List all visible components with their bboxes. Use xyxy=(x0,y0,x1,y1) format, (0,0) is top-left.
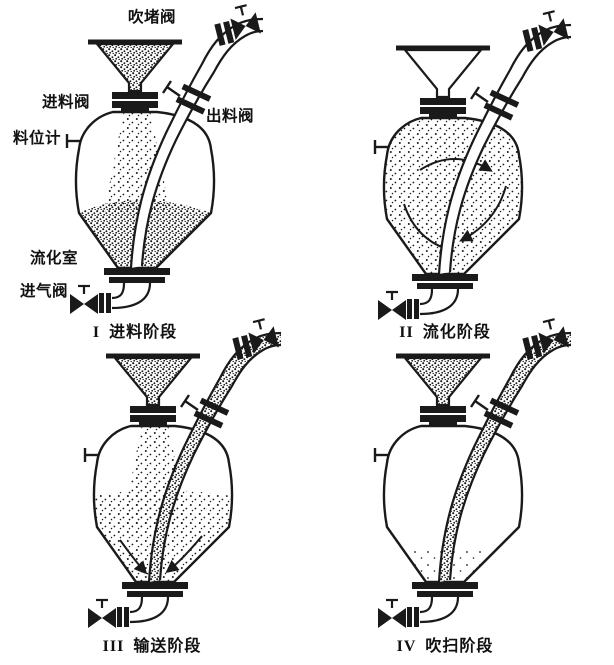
stage-3-name: 输送阶段 xyxy=(133,638,202,655)
fluidization-chamber xyxy=(104,268,170,283)
blow-plug-valve xyxy=(232,318,279,360)
bottom-elbow xyxy=(130,597,168,622)
discharge-pipe xyxy=(437,331,572,583)
bottom-elbow xyxy=(420,289,458,314)
stage-1-numeral: I xyxy=(92,324,101,341)
discharge-valve xyxy=(470,86,520,121)
flow-arrow xyxy=(459,185,507,242)
feed-hopper xyxy=(94,42,176,93)
caption-stage-4: IV 吹扫阶段 xyxy=(370,638,520,656)
bottom-elbow xyxy=(112,283,150,308)
discharge-pipe xyxy=(437,23,572,275)
level-gauge-stub xyxy=(83,448,98,462)
stage-4-numeral: IV xyxy=(396,638,417,655)
flow-arrow xyxy=(119,539,148,575)
blow-plug-valve xyxy=(522,318,569,360)
feed-valve xyxy=(420,98,466,118)
vessel-stage-4 xyxy=(373,318,572,628)
discharge-valve xyxy=(162,80,212,115)
label-air-inlet-valve: 进气阀 xyxy=(20,283,69,300)
vessel-stage-3 xyxy=(83,318,282,628)
blow-plug-valve xyxy=(214,4,261,46)
bottom-elbow xyxy=(420,597,458,622)
discharge-pipe xyxy=(129,17,264,269)
level-gauge-stub xyxy=(65,134,80,148)
blow-plug-valve xyxy=(522,10,569,52)
discharge-valve xyxy=(470,394,520,429)
discharge-pipe xyxy=(147,331,282,583)
label-discharge-valve: 出料阀 xyxy=(206,108,255,125)
vessel-stage-2 xyxy=(373,10,572,320)
stage-1-name: 进料阶段 xyxy=(109,324,178,341)
fluidization-chamber xyxy=(412,582,478,597)
feed-valve xyxy=(130,406,176,426)
feed-hopper xyxy=(402,48,484,99)
air-inlet-valve xyxy=(88,598,129,628)
flow-arrow xyxy=(165,535,203,574)
stage-3-numeral: III xyxy=(102,638,125,655)
fluidization-chamber xyxy=(412,274,478,289)
air-inlet-valve xyxy=(378,290,419,320)
discharge-valve xyxy=(180,394,230,429)
feed-valve xyxy=(420,406,466,426)
stage-4-name: 吹扫阶段 xyxy=(425,638,494,655)
vessel-stage-1 xyxy=(65,4,264,314)
feed-hopper xyxy=(112,356,194,407)
level-gauge-stub xyxy=(373,448,388,462)
air-inlet-valve xyxy=(70,284,111,314)
caption-stage-1: I 进料阶段 xyxy=(60,324,210,342)
label-feed-valve: 进料阀 xyxy=(42,94,91,111)
caption-stage-2: II 流化阶段 xyxy=(370,324,520,342)
fluidization-chamber xyxy=(122,582,188,597)
feed-valve xyxy=(112,92,158,112)
stage-2-numeral: II xyxy=(399,324,414,341)
air-inlet-valve xyxy=(378,598,419,628)
feed-hopper xyxy=(402,356,484,407)
label-blow-plug-valve: 吹堵阀 xyxy=(128,9,177,26)
flow-arrow xyxy=(419,158,493,172)
level-gauge-stub xyxy=(373,140,388,154)
label-level-gauge: 料位计 xyxy=(13,130,62,147)
stage-2-name: 流化阶段 xyxy=(422,324,491,341)
caption-stage-3: III 输送阶段 xyxy=(77,638,227,656)
label-fluidization-chamber: 流化室 xyxy=(30,250,79,267)
